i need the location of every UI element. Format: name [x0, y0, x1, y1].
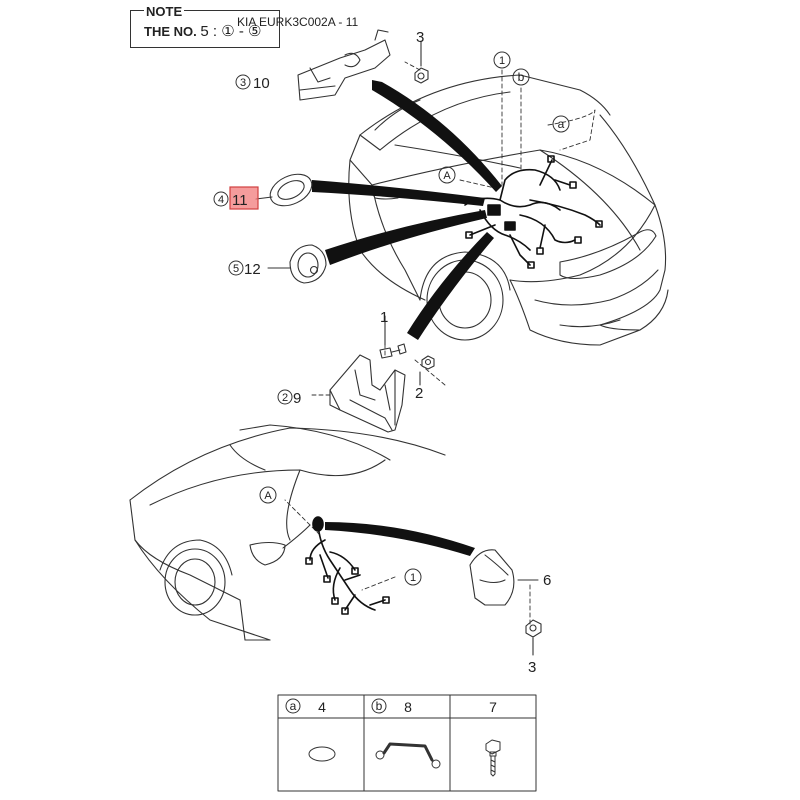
label-3-top[interactable]: 3	[416, 29, 424, 46]
ring-marker-1-bottom	[404, 568, 422, 586]
highlight-box-11	[229, 186, 259, 210]
ring-A-bottom	[259, 486, 277, 504]
label-9[interactable]: 9	[293, 390, 301, 407]
legend-letter-a: a	[290, 699, 297, 713]
circled-marker-2	[277, 389, 293, 405]
note-text: THE NO. 5 : ① - ⑤	[144, 22, 261, 40]
ring-marker-1-top	[493, 51, 511, 69]
label-10[interactable]: 10	[253, 75, 270, 92]
part-3-nut-bottom	[525, 619, 542, 656]
circled-marker-4	[213, 191, 229, 207]
part-10-bracket	[297, 29, 391, 101]
car-bottom	[129, 424, 446, 641]
note-label: NOTE	[144, 4, 185, 19]
bolt-icon	[485, 739, 501, 777]
part-1-bolt	[379, 315, 407, 359]
note-prefix: THE NO.	[144, 24, 197, 39]
label-11[interactable]: 11	[232, 192, 248, 209]
label-3-bottom[interactable]: 3	[528, 659, 536, 676]
part-11-grommet	[255, 173, 313, 207]
marker-5-number: 5	[233, 263, 239, 275]
circled-marker-3	[235, 74, 251, 90]
part-12-grommet	[267, 244, 327, 284]
marker-3-number: 3	[240, 77, 246, 89]
note-sequence: 5 : ① - ⑤	[200, 23, 262, 40]
legend-part-4: 4	[318, 699, 326, 715]
indicator-bands	[312, 80, 502, 556]
legend-letter-b: b	[376, 699, 383, 713]
car-top	[348, 74, 669, 346]
part-6-cover	[469, 549, 539, 606]
label-1[interactable]: 1	[380, 309, 388, 326]
legend-part-8: 8	[404, 699, 412, 715]
letter-b: b	[518, 70, 525, 84]
diagram-code: KIA EURK3C002A - 11	[237, 15, 359, 29]
ring-b	[512, 68, 530, 86]
engine-harness-bottom	[305, 516, 390, 615]
label-2[interactable]: 2	[415, 385, 423, 402]
circled-marker-5	[228, 260, 244, 276]
marker-2-number: 2	[282, 392, 288, 404]
ring-A-top	[438, 166, 456, 184]
label-6[interactable]: 6	[543, 572, 551, 589]
grommet-icon	[308, 746, 336, 762]
part-2-nut	[419, 355, 435, 386]
legend-ring-b	[371, 698, 387, 714]
engine-harness-top	[464, 155, 603, 269]
legend-ring-a	[285, 698, 301, 714]
letter-A-top: A	[443, 170, 451, 182]
ring-a	[552, 115, 570, 133]
legend-part-7: 7	[489, 699, 497, 715]
legend-table	[277, 694, 537, 792]
ring-1-top-label: 1	[499, 55, 505, 67]
ring-1-bottom-label: 1	[410, 572, 416, 584]
part-9-bracket	[329, 354, 406, 433]
letter-a: a	[558, 117, 565, 131]
marker-4-number: 4	[218, 194, 224, 206]
label-12[interactable]: 12	[244, 261, 261, 278]
ground-strap-icon	[375, 742, 441, 769]
letter-A-bottom: A	[264, 490, 272, 502]
part-3-nut-top	[414, 41, 429, 84]
